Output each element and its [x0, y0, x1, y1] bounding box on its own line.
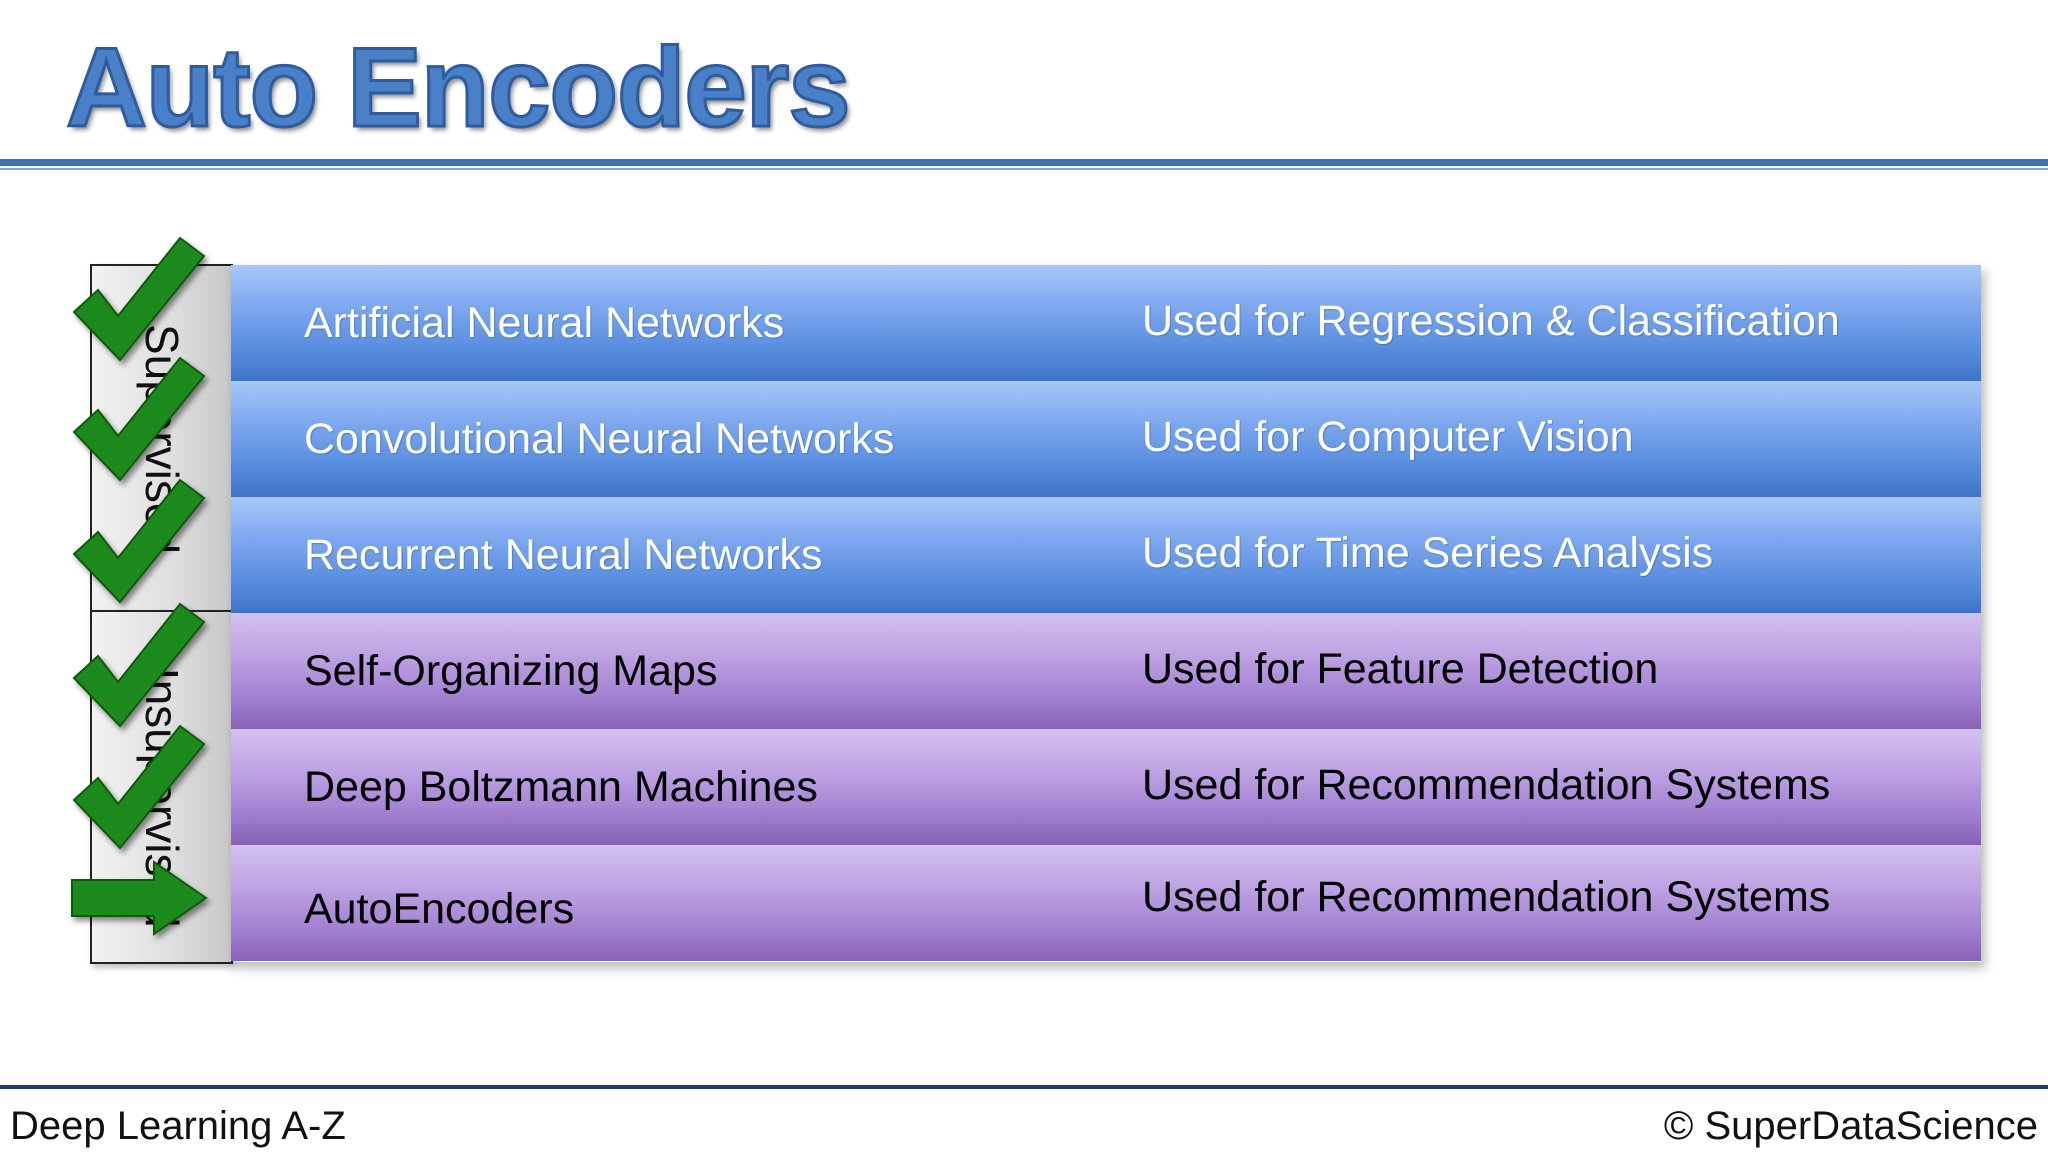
algorithm-name: Artificial Neural Networks: [304, 299, 785, 347]
copyright: © SuperDataScience: [1663, 1104, 2038, 1148]
algorithm-name: AutoEncoders: [304, 885, 575, 933]
algorithm-use: Used for Regression & Classification: [1142, 297, 1840, 345]
checkmark-icon: [72, 356, 206, 482]
table-row: Convolutional Neural Networks Used for C…: [231, 381, 1981, 497]
footer-divider: [0, 1085, 2048, 1089]
table-row: AutoEncoders Used for Recommendation Sys…: [231, 845, 1981, 961]
table-row: Recurrent Neural Networks Used for Time …: [231, 497, 1981, 613]
algorithm-use: Used for Time Series Analysis: [1142, 529, 1714, 577]
algorithm-use: Used for Recommendation Systems: [1142, 873, 1831, 921]
algorithm-use: Used for Recommendation Systems: [1142, 761, 1831, 809]
checkmark-icon: [72, 602, 206, 728]
right-arrow-icon: [71, 860, 208, 936]
table-row: Artificial Neural Networks Used for Regr…: [231, 265, 1981, 381]
course-name: Deep Learning A-Z: [10, 1104, 346, 1148]
checkmark-icon: [72, 724, 206, 850]
title-divider: [0, 159, 2048, 166]
checkmark-icon: [72, 236, 206, 362]
algorithm-name: Deep Boltzmann Machines: [304, 763, 818, 811]
algorithm-use: Used for Feature Detection: [1142, 645, 1659, 693]
algorithm-name: Convolutional Neural Networks: [304, 415, 895, 463]
title-divider-thin: [0, 168, 2048, 170]
algorithm-name: Self-Organizing Maps: [304, 647, 718, 695]
algorithm-use: Used for Computer Vision: [1142, 413, 1634, 461]
checkmark-icon: [72, 478, 206, 604]
algorithms-table: Artificial Neural Networks Used for Regr…: [231, 265, 1981, 962]
slide-title: Auto Encoders: [65, 25, 853, 150]
table-row: Self-Organizing Maps Used for Feature De…: [231, 613, 1981, 729]
algorithm-name: Recurrent Neural Networks: [304, 531, 823, 579]
table-row: Deep Boltzmann Machines Used for Recomme…: [231, 729, 1981, 845]
